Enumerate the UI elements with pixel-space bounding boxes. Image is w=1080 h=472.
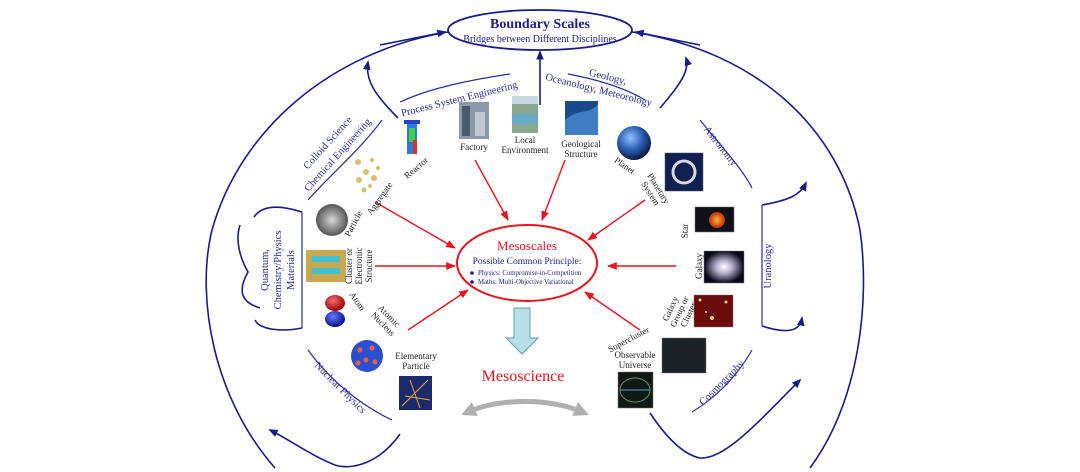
cluster-image — [306, 250, 346, 282]
star-sun — [709, 212, 725, 228]
arrow-from-aggregate — [374, 201, 456, 249]
mesoscales-principle-heading: Possible Common Principle: — [473, 257, 582, 267]
mesoscales-title: Mesoscales — [497, 238, 557, 253]
connector-cosmography — [649, 378, 802, 459]
local-environment-image — [512, 96, 538, 133]
mesoscience-label: Mesoscience — [482, 368, 565, 385]
nucleus-protons — [355, 345, 378, 366]
supercluster-image — [661, 337, 707, 374]
mesoscales-bullet-physics: Physics: Compromise-in-Competition — [478, 270, 582, 277]
atom-image-bottom — [325, 311, 345, 327]
bidirectional-arrow-icon — [461, 399, 589, 416]
atomic-nucleus-image — [351, 340, 383, 372]
bullet-dot-icon — [470, 280, 474, 284]
scale-label-atom: Atom — [347, 290, 367, 313]
scale-label-geological-line2: Structure — [565, 149, 598, 159]
geological-structure-image — [565, 101, 598, 135]
mesoscales-node: Mesoscales Possible Common Principle: Ph… — [456, 224, 598, 302]
scale-label-reactor: Reactor — [402, 155, 430, 181]
planetary-system-image — [664, 152, 704, 192]
planetary-ring — [671, 159, 697, 185]
discipline-quantum-line3: Materials — [286, 250, 297, 290]
discipline-astronomy: Astronomy — [701, 124, 739, 169]
connector-pse — [362, 60, 399, 119]
connector-top-left — [379, 29, 447, 46]
scale-label-galaxy: Galaxy — [694, 253, 704, 279]
connector-nuclear — [268, 429, 401, 468]
connector-quantum — [237, 224, 261, 309]
scale-label-cluster-line3: Structure — [364, 250, 374, 283]
galaxy-group-stars — [698, 298, 728, 320]
aggregate-image — [355, 158, 380, 193]
mesoscales-bullet-maths: Maths: Multi-Objective Variational — [478, 279, 574, 286]
discipline-uranology: Uranology — [763, 243, 774, 289]
particle-tracks — [401, 379, 431, 409]
boundary-subtitle: Bridges between Different Disciplines — [463, 34, 616, 45]
red-arrows — [374, 159, 676, 331]
arrow-from-supercluster — [584, 291, 641, 331]
planet-image — [617, 126, 651, 160]
connector-quantum-top — [253, 206, 303, 218]
boundary-ellipse — [447, 9, 633, 51]
brace-nuclear — [307, 349, 393, 421]
scale-label-geological-line1: Geological — [561, 139, 601, 149]
boundary-title: Boundary Scales — [490, 17, 591, 32]
galaxy-image — [703, 250, 745, 284]
brace-astronomy — [699, 119, 753, 189]
brace-cosmography — [691, 349, 753, 413]
scale-label-elementary-line1: Elementary — [395, 351, 437, 361]
arrow-from-planetary — [587, 199, 646, 241]
reactor-image — [404, 120, 420, 154]
particle-image — [316, 204, 348, 236]
atom-image-top — [325, 295, 345, 311]
scale-label-star: Star — [680, 224, 690, 239]
outer-frame — [205, 29, 865, 469]
scale-label-cluster-line2: Electronic — [354, 248, 364, 285]
connector-top-right — [634, 29, 701, 46]
connector-quantum-bottom — [254, 319, 303, 331]
scale-label-local-line2: Environment — [502, 145, 549, 155]
scale-label-cluster-line1: Cluster or — [344, 248, 354, 284]
arrow-from-factory — [474, 159, 509, 221]
scale-label-elementary-line2: Particle — [402, 361, 430, 371]
boundary-scales-node: Boundary Scales Bridges between Differen… — [447, 9, 633, 51]
connector-uranology-bottom — [761, 316, 805, 332]
factory-image — [459, 102, 489, 139]
right-outer-arc — [631, 31, 865, 469]
scale-label-local-line1: Local — [515, 135, 536, 145]
arrow-from-nucleus — [407, 289, 469, 331]
scale-label-factory: Factory — [460, 142, 488, 152]
discipline-quantum-line2: Chemistry/Physics — [273, 231, 284, 310]
scale-label-universe-line2: Universe — [619, 360, 652, 370]
brace-pse — [399, 73, 511, 103]
scale-label-universe-line1: Observable — [615, 350, 656, 360]
brace-geology — [567, 73, 646, 101]
brace-colloid — [307, 119, 383, 201]
mesoscales-ellipse — [456, 224, 598, 302]
connector-geology — [659, 56, 693, 109]
arrow-from-geological — [541, 159, 566, 221]
down-arrow-icon — [504, 307, 540, 355]
left-outer-arc — [205, 31, 449, 469]
bullet-dot-icon — [470, 271, 474, 275]
connector-uranology-top — [761, 181, 807, 206]
discipline-quantum-line1: Quantum, — [260, 249, 271, 291]
discipline-braces — [301, 73, 763, 421]
